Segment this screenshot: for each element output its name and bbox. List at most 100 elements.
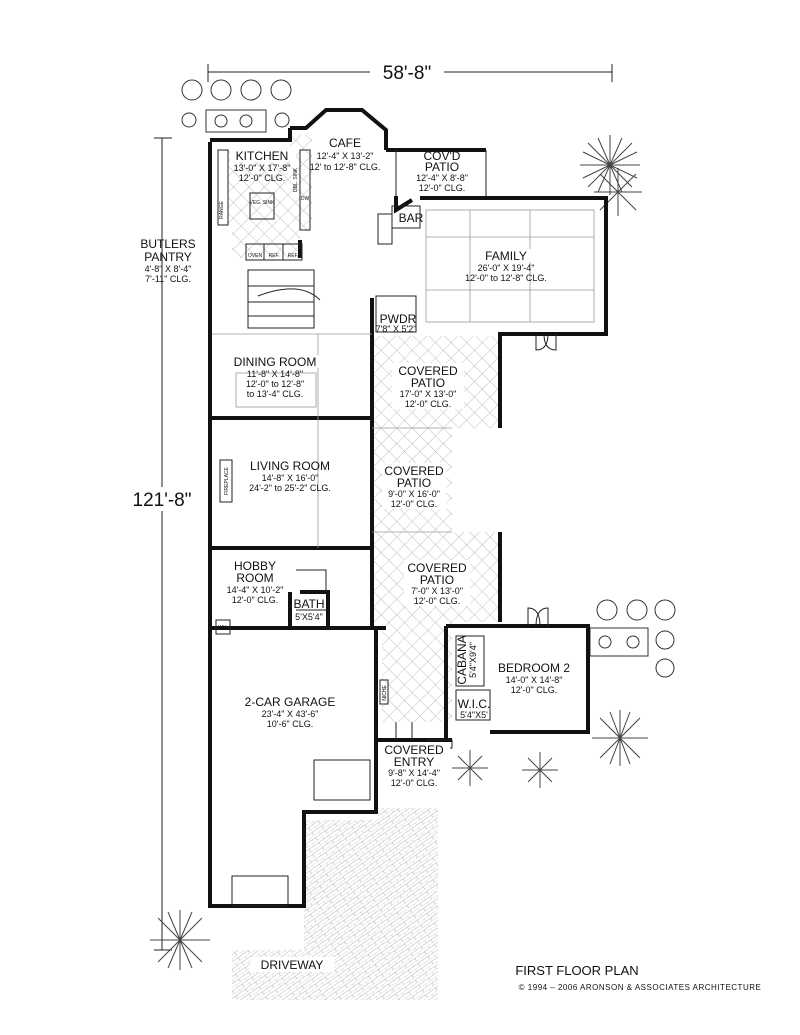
room-name: DINING ROOM [234,355,317,369]
room-dims: 12'-4" X 13'-2" [317,151,374,161]
room-dims: 14'-8" X 16'-0" [262,473,319,483]
room-name: 2-CAR GARAGE [245,695,336,709]
room-bedroom-2: BEDROOM 2 14'-0" X 14'-8" 12'-0" CLG. [498,661,570,695]
room-ceiling-2: to 13'-4" CLG. [247,389,303,399]
room-family: FAMILY 26'-0" X 19'-4" 12'-0" to 12'-8" … [465,249,547,283]
overall-width-label: 58'-8" [383,63,431,84]
room-name-line2: PATIO [397,476,431,490]
room-dims: 7'-0" X 13'-0" [411,586,463,596]
room-ceiling: 7'-11" CLG. [145,274,191,284]
room-name-line1: COVERED [407,561,467,575]
room-name-line1: BUTLERS [140,237,195,251]
room-dims: 5'4"X9'4" [468,642,478,678]
landscape-shrubs [181,79,676,678]
room-living: LIVING ROOM 14'-8" X 16'-0" 24'-2" to 25… [249,459,331,493]
fixture-labels: OVEN REF. REF. DW VEG. SINK RANGE DBL. S… [218,167,388,701]
room-name: PWDR [380,312,417,326]
walls [208,108,608,908]
room-dims: 12'-4" X 8'-8" [416,173,468,183]
room-hobby: HOBBY ROOM 14'-4" X 10'-2" 12'-0" CLG. [227,559,284,605]
plan-title: FIRST FLOOR PLAN [515,963,638,978]
range-label: RANGE [219,200,225,218]
room-covd-patio: COV'D PATIO 12'-4" X 8'-8" 12'-0" CLG. [416,149,468,193]
room-ceiling: 12'-0" to 12'-8" [246,379,304,389]
room-dims: 5'4"X5' [460,710,488,720]
room-ceiling: 12'-0" CLG. [391,499,437,509]
room-name-line1: HOBBY [234,559,276,573]
room-name: W.I.C. [458,697,491,711]
room-name-line1: COVERED [384,743,444,757]
room-name-line2: PANTRY [144,250,192,264]
ref-label-2: REF. [288,253,299,259]
room-name: CAFE [329,136,361,150]
oven-label: OVEN [248,253,263,259]
room-name: CABANA [455,635,469,684]
room-name-line2: ENTRY [394,755,434,769]
room-cafe: CAFE 12'-4" X 13'-2" 12' to 12'-8" CLG. [310,136,381,172]
copyright-notice: © 1994 – 2006 ARONSON & ASSOCIATES ARCHI… [519,983,762,992]
room-driveway: DRIVEWAY [250,957,334,972]
room-name-line2: ROOM [236,571,273,585]
room-ceiling: 12'-0" CLG. [414,596,460,606]
room-name: FAMILY [485,249,527,263]
room-name: BEDROOM 2 [498,661,570,675]
room-name: LIVING ROOM [250,459,330,473]
overall-depth-dimension: 121'-8" [122,137,202,951]
room-ceiling: 24'-2" to 25'-2" CLG. [249,483,331,493]
room-pwdr: PWDR 7'8" X 5'2" [376,312,417,334]
room-ceiling: 10'-6" CLG. [267,719,313,729]
driveway-paving [232,808,438,1000]
title-block: FIRST FLOOR PLAN © 1994 – 2006 ARONSON &… [515,963,762,992]
overall-width-dimension: 58'-8" [207,60,613,84]
niche-label: NICHE [382,685,388,701]
room-ceiling: 12'-0" CLG. [511,685,557,695]
room-name: DRIVEWAY [261,958,324,972]
room-dining: DINING ROOM 11'-8" X 14'-8" 12'-0" to 12… [226,355,324,399]
room-dims: 9'-8" X 14'-4" [388,768,440,778]
room-ceiling: 12' to 12'-8" CLG. [310,162,381,172]
fireplace-label: FIREPLACE [224,466,230,494]
room-garage: 2-CAR GARAGE 23'-4" X 43'-6" 10'-6" CLG. [245,695,336,729]
room-name-line1: COVERED [384,464,444,478]
room-ceiling: 12'-0" CLG. [391,778,437,788]
room-wic: W.I.C. 5'4"X5' [458,697,491,720]
veg-sink-label: VEG. SINK [249,200,275,206]
room-ceiling: 12'-0" CLG. [419,183,465,193]
room-bar: BAR [399,211,424,225]
room-dims: 23'-4" X 43'-6" [262,709,319,719]
dw-label: DW [301,196,310,202]
room-name-line2: PATIO [425,160,459,174]
room-name: KITCHEN [236,149,289,163]
room-name-line1: COVERED [398,364,458,378]
room-dims: 14'-4" X 10'-2" [227,585,284,595]
tiled-floors [228,135,500,722]
room-ceiling: 12'-0" CLG. [232,595,278,605]
room-dims: 26'-0" X 19'-4" [478,263,535,273]
room-covered-patio-1: COVERED PATIO 17'-0" X 13'-0" 12'-0" CLG… [392,363,464,409]
room-dims: 7'8" X 5'2" [376,324,417,334]
room-name-line1: COV'D [424,149,461,163]
room-dims: 17'-0" X 13'-0" [400,389,457,399]
room-dims: 13'-0" X 17'-8" [234,163,291,173]
room-dims: 4'-8" X 8'-4" [145,264,192,274]
room-covered-entry: COVERED ENTRY 9'-8" X 14'-4" 12'-0" CLG. [380,742,450,792]
room-name: BATH [293,597,324,611]
room-kitchen: KITCHEN 13'-0" X 17'-8" 12'-0" CLG. [230,149,296,183]
overall-depth-label: 121'-8" [133,490,192,511]
room-dims: 11'-8" X 14'-8" [247,369,303,379]
room-bath: BATH 5'X5'4" [293,597,324,622]
room-dims: 9'-0" X 16'-0" [388,489,440,499]
room-covered-patio-2: COVERED PATIO 9'-0" X 16'-0" 12'-0" CLG. [382,463,446,509]
room-cabana: CABANA 5'4"X9'4" [455,635,478,684]
wh-label: WH [218,625,227,631]
room-dims: 14'-0" X 14'-8" [506,675,563,685]
room-ceiling: 12'-0" to 12'-8" CLG. [465,273,547,283]
room-name-line2: PATIO [420,573,454,587]
room-name-line2: PATIO [411,376,445,390]
room-ceiling: 12'-0" CLG. [405,399,451,409]
room-butlers-pantry: BUTLERS PANTRY 4'-8" X 8'-4" 7'-11" CLG. [140,237,195,284]
room-ceiling: 12'-0" CLG. [239,173,285,183]
dbl-sink-label: DBL. SINK [293,167,299,192]
room-dims: 5'X5'4" [295,612,323,622]
